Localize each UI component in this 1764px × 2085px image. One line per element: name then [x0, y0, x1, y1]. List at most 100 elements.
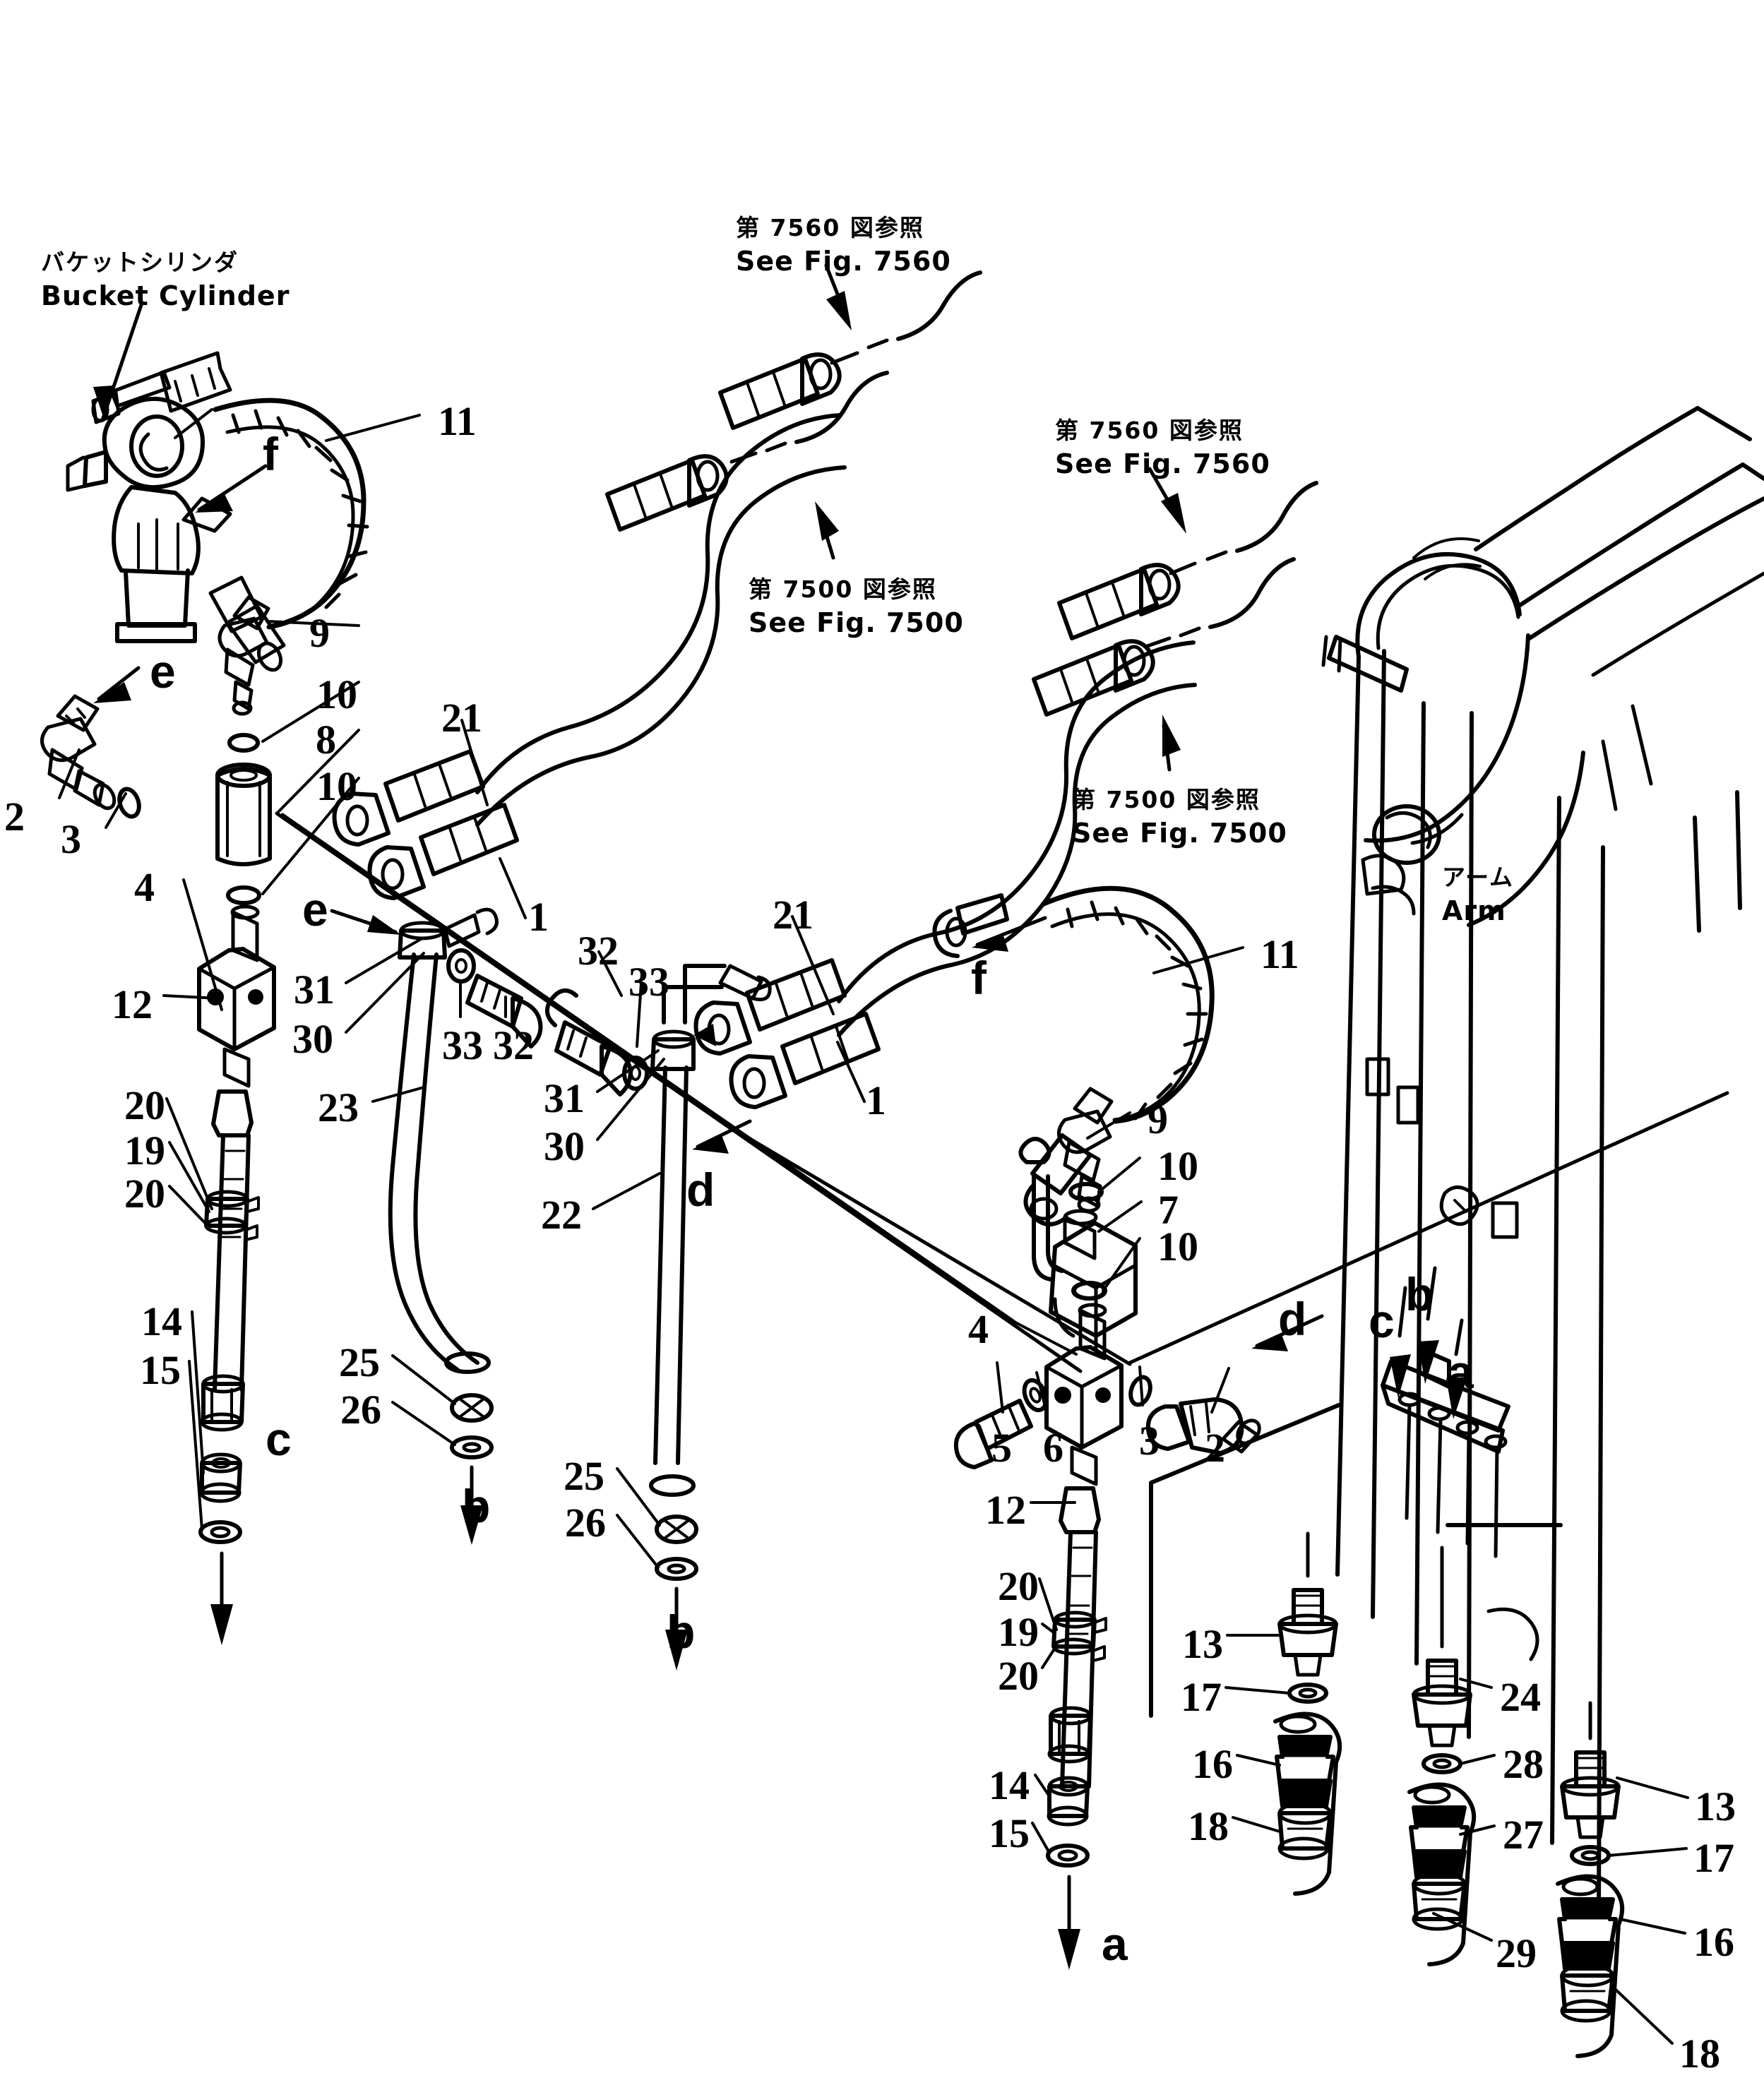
fitting-group-1 — [1273, 1531, 1342, 1896]
callout-number: 19 — [998, 1609, 1039, 1655]
leader-f-right — [972, 916, 1047, 952]
elbow-2-left — [40, 694, 117, 811]
callout-number: 2 — [4, 794, 25, 840]
leader-bucket-cylinder — [93, 303, 143, 421]
callout-number: 32 — [578, 928, 619, 974]
arrow-c-left — [210, 1551, 233, 1645]
section-letter: a — [1102, 1918, 1128, 1970]
callout-number: 16 — [1693, 1919, 1734, 1965]
arm-clamp-lines — [1321, 635, 1342, 673]
callout-number: 14 — [141, 1298, 182, 1344]
reference-label-en: See Fig. 7560 — [1055, 448, 1270, 479]
leader-d-right — [1251, 1314, 1324, 1351]
component-label-jp: アーム — [1442, 864, 1515, 891]
section-letter: c — [1369, 1295, 1395, 1347]
hose-set-left-21 — [332, 270, 982, 900]
reference-label-en: See Fig. 7500 — [749, 607, 964, 638]
callout-number: 20 — [998, 1563, 1039, 1609]
washers-25-26-a — [450, 1393, 494, 1545]
fitting-group-3 — [1556, 1701, 1625, 2058]
callout-number: 23 — [318, 1085, 359, 1130]
section-letter: d — [1278, 1293, 1307, 1345]
section-letter: b — [667, 1606, 696, 1658]
callout-number: 25 — [564, 1453, 604, 1499]
arrow-a-lower — [1058, 1875, 1080, 1970]
parts-stack-right — [1018, 1087, 1138, 1355]
nut-14-washer-15-right — [1046, 1776, 1090, 1868]
callout-number: 27 — [1503, 1812, 1544, 1858]
callout-number: 4 — [968, 1306, 989, 1352]
leader-e-lower — [330, 909, 401, 935]
reference-label-jp: 第 7560 図参照 — [736, 214, 924, 241]
leader-d-left — [692, 1119, 752, 1154]
cross-leaders — [275, 811, 1729, 1373]
bolts-32-washers-33 — [446, 948, 649, 1097]
callout-number: 1 — [528, 894, 549, 940]
callout-number: 33 — [442, 1022, 483, 1068]
callout-number: 20 — [998, 1653, 1039, 1699]
callout-number: 11 — [1261, 931, 1299, 977]
bolt-5-washer-6 — [953, 1378, 1049, 1469]
reference-label-en: See Fig. 7500 — [1072, 818, 1287, 849]
section-letter: c — [266, 1413, 292, 1465]
arrows-abcd — [1390, 1266, 1467, 1419]
reference-label-jp: 第 7500 図参照 — [1072, 786, 1261, 813]
callout-number: 9 — [309, 610, 330, 656]
callout-number: 2 — [1205, 1425, 1225, 1471]
callout-number: 5 — [991, 1425, 1012, 1471]
section-letter: f — [263, 428, 278, 480]
callout-number: 4 — [134, 864, 155, 910]
callout-number: 32 — [493, 1022, 534, 1068]
callout-number: 8 — [316, 717, 336, 763]
callout-number: 10 — [316, 671, 357, 717]
callout-number: 11 — [438, 398, 477, 444]
reference-label-jp: 第 7500 図参照 — [749, 575, 937, 603]
callout-number: 33 — [628, 959, 669, 1005]
callout-number: 6 — [1043, 1425, 1063, 1471]
leader-lines — [58, 414, 1689, 2045]
component-label-jp: バケットシリンダ — [41, 249, 239, 276]
callout-number: 17 — [1181, 1674, 1222, 1720]
callout-number: 10 — [316, 763, 357, 809]
callout-number: 3 — [61, 816, 81, 862]
pipe-22 — [649, 964, 772, 1497]
section-letter: b — [462, 1480, 491, 1532]
section-letter: e — [150, 645, 176, 698]
callout-number: 20 — [124, 1082, 165, 1128]
callout-number: 14 — [989, 1762, 1030, 1808]
nut-14-washer-15-left — [198, 1452, 242, 1544]
component-label-en: Arm — [1442, 895, 1506, 926]
callout-number: 26 — [340, 1387, 381, 1433]
callout-number: 9 — [1148, 1097, 1168, 1142]
callout-number: 21 — [441, 695, 482, 741]
callout-number: 7 — [1158, 1187, 1179, 1233]
tube-12-left — [200, 1089, 260, 1432]
callout-number: 10 — [1157, 1143, 1198, 1189]
section-letter: e — [302, 883, 328, 936]
callout-number: 21 — [773, 892, 814, 938]
ref-arrows — [815, 263, 1186, 772]
callout-number: 3 — [1139, 1418, 1160, 1464]
valve-block-4-right — [1044, 1303, 1124, 1486]
reference-label-jp: 第 7560 図参照 — [1055, 417, 1244, 444]
callout-number: 16 — [1192, 1741, 1233, 1787]
callout-number: 24 — [1500, 1674, 1541, 1720]
callout-number: 13 — [1695, 1784, 1736, 1829]
bucket-cylinder-body — [66, 397, 232, 643]
leader-e-upper — [93, 666, 141, 703]
callout-number: 19 — [124, 1128, 165, 1173]
callout-number: 25 — [339, 1339, 380, 1385]
callout-number: 18 — [1188, 1803, 1229, 1849]
callout-number: 30 — [292, 1016, 333, 1062]
reference-label-ref-7500-mid: 第 7500 図参照 See Fig. 7500 — [749, 570, 964, 638]
reference-label-ref-7500-right: 第 7500 図参照 See Fig. 7500 — [1072, 781, 1287, 849]
callout-number: 13 — [1182, 1621, 1223, 1667]
reference-label-en: See Fig. 7560 — [736, 246, 951, 277]
leader-f-left — [195, 464, 268, 513]
component-label-arm: アーム Arm — [1442, 859, 1514, 926]
callout-number: 31 — [544, 1075, 585, 1121]
callout-number: 18 — [1679, 2031, 1720, 2077]
callout-number: 22 — [541, 1192, 582, 1238]
